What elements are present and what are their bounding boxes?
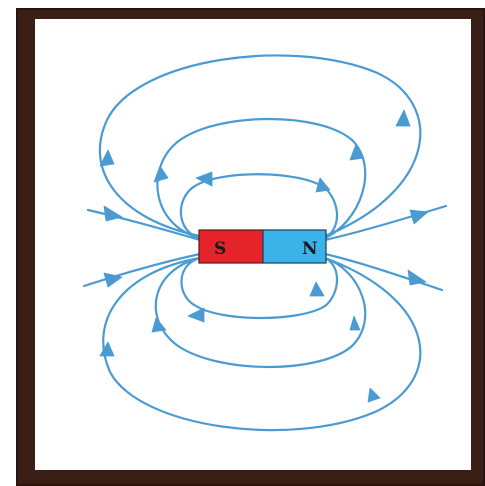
arrow-outer-bottom-right — [367, 387, 381, 403]
field-line-outer-bottom — [102, 256, 422, 432]
field-line-middle-bottom — [154, 256, 367, 369]
field-line-right-upper — [323, 204, 448, 242]
arrow-middle-bottom-left — [151, 317, 167, 333]
arrow-right-lower — [407, 269, 427, 286]
south-pole-label: S — [214, 239, 226, 259]
arrow-left-lower — [103, 272, 123, 288]
arrow-right-upper — [409, 209, 429, 225]
arrow-left-upper — [103, 205, 123, 222]
arrow-inner-bottom-right — [309, 281, 325, 297]
arrow-middle-bottom-right — [349, 315, 361, 331]
field-line-middle-top — [156, 117, 367, 240]
arrow-middle-top-left — [153, 165, 169, 183]
north-pole — [262, 229, 327, 264]
field-line-inner-bottom — [180, 256, 339, 320]
field-line-outer-top — [98, 54, 422, 238]
arrow-outer-bottom-left — [99, 341, 115, 357]
arrow-inner-top-left — [195, 171, 213, 187]
field-arrows — [99, 109, 429, 403]
field-line-right-lower — [323, 252, 444, 292]
field-line-left-lower — [82, 252, 202, 288]
arrow-outer-top-right — [395, 109, 411, 127]
north-pole-label: N — [302, 239, 318, 259]
south-pole — [198, 229, 264, 264]
arrow-middle-top-right — [349, 143, 365, 161]
arrow-inner-bottom-left — [187, 307, 205, 323]
field-line-inner-top — [179, 173, 339, 240]
field-lines — [82, 54, 448, 432]
bar-magnet: S N — [198, 229, 327, 264]
field-line-left-upper — [86, 208, 202, 242]
arrow-inner-top-right — [315, 177, 331, 193]
arrow-outer-top-left — [99, 149, 115, 167]
